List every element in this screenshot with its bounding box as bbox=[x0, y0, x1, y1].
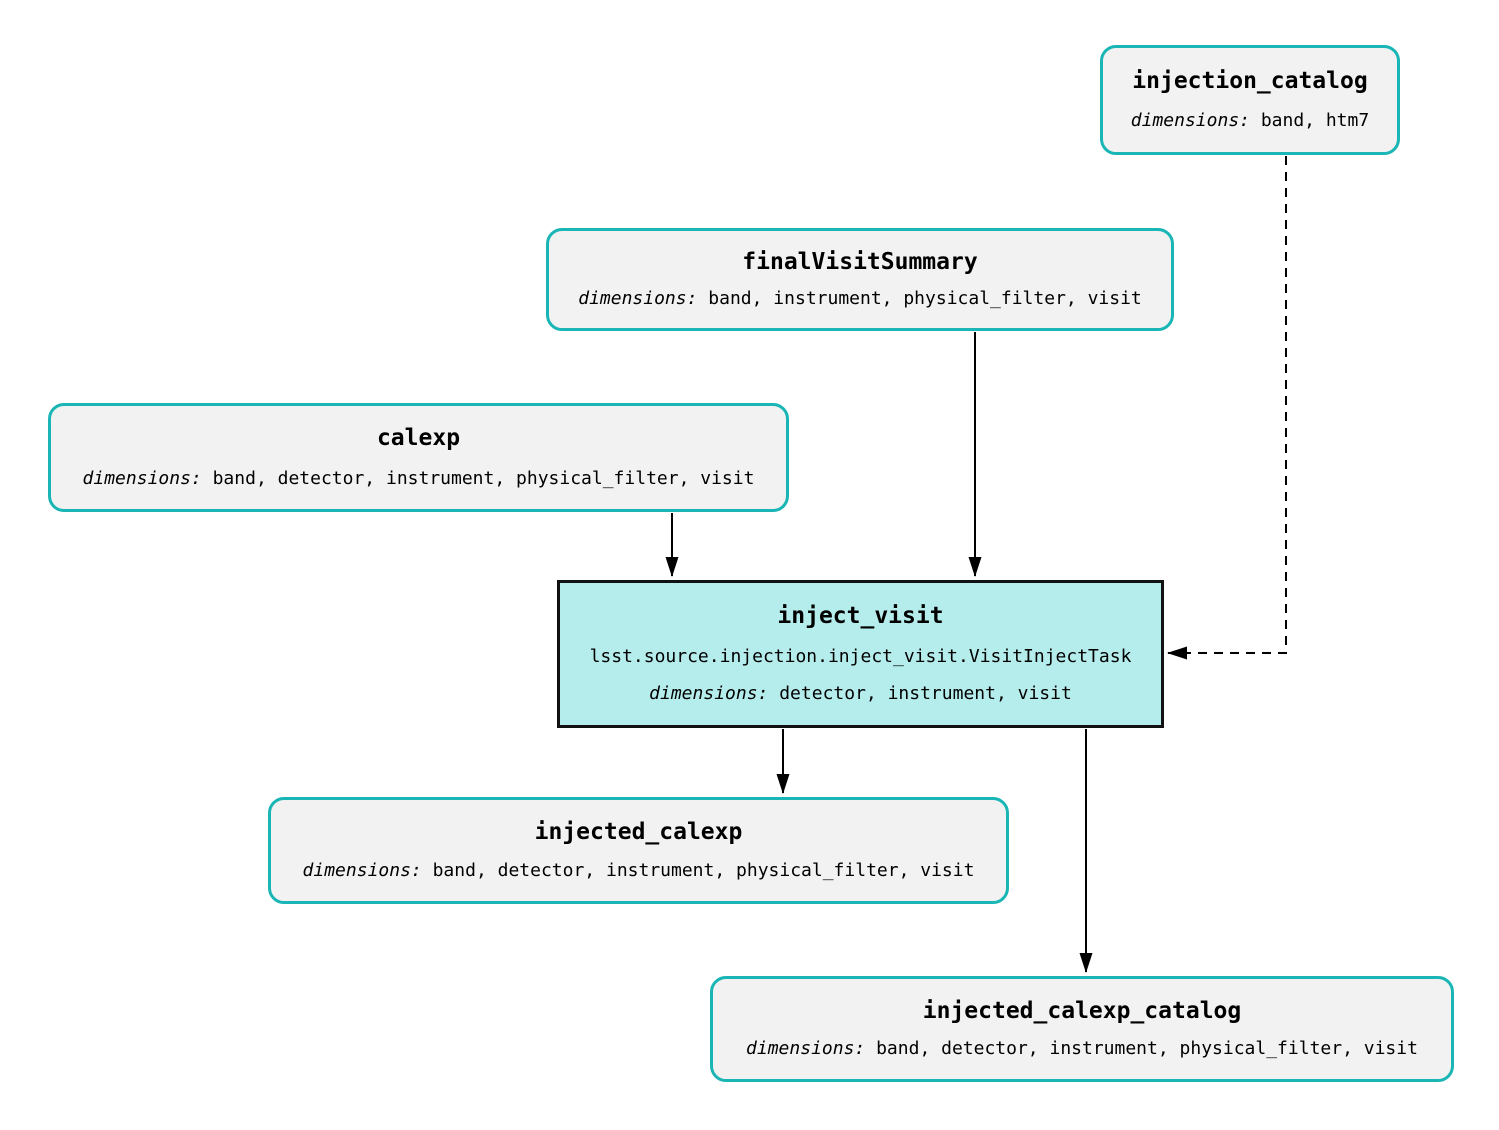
node-title: finalVisitSummary bbox=[742, 248, 978, 275]
node-injection-catalog: injection_catalog dimensions: band, htm7 bbox=[1100, 45, 1400, 155]
dimensions-value: band, detector, instrument, physical_fil… bbox=[212, 467, 755, 489]
dimensions-label: dimensions: bbox=[82, 467, 202, 489]
node-title: injected_calexp_catalog bbox=[922, 997, 1242, 1024]
dimensions-value: band, detector, instrument, physical_fil… bbox=[876, 1038, 1418, 1060]
node-injected-calexp: injected_calexp dimensions: band, detecto… bbox=[268, 797, 1009, 904]
dimensions-value: band, htm7 bbox=[1260, 110, 1370, 132]
dimensions-value: band, instrument, physical_filter, visit bbox=[708, 288, 1142, 310]
dimensions-label: dimensions: bbox=[302, 860, 422, 882]
dimensions-value: band, detector, instrument, physical_fil… bbox=[432, 860, 975, 882]
edge-injection-catalog-to-inject-visit bbox=[1167, 156, 1287, 660]
node-finalvisitsummary: finalVisitSummary dimensions: band, instr… bbox=[546, 228, 1174, 331]
dimensions-label: dimensions: bbox=[649, 683, 769, 705]
node-dimensions: dimensions: detector, instrument, visit bbox=[649, 684, 1072, 704]
node-dimensions: dimensions: band, detector, instrument, p… bbox=[303, 861, 975, 881]
dimensions-label: dimensions: bbox=[746, 1038, 866, 1060]
task-class: lsst.source.injection.inject_visit.Visit… bbox=[589, 645, 1132, 667]
node-inject-visit: inject_visit lsst.source.injection.injec… bbox=[557, 580, 1164, 728]
dimensions-label: dimensions: bbox=[1130, 110, 1250, 132]
node-injected-calexp-catalog: injected_calexp_catalog dimensions: band,… bbox=[710, 976, 1454, 1082]
node-title: injected_calexp bbox=[534, 818, 743, 845]
node-dimensions: dimensions: band, instrument, physical_fi… bbox=[578, 289, 1142, 309]
node-calexp: calexp dimensions: band, detector, instru… bbox=[48, 403, 789, 512]
node-title: injection_catalog bbox=[1132, 67, 1368, 94]
node-dimensions: dimensions: band, htm7 bbox=[1131, 111, 1369, 131]
dimensions-label: dimensions: bbox=[578, 288, 698, 310]
node-title: calexp bbox=[376, 425, 461, 452]
node-title: inject_visit bbox=[777, 602, 944, 629]
node-dimensions: dimensions: band, detector, instrument, p… bbox=[82, 467, 755, 489]
dimensions-value: detector, instrument, visit bbox=[779, 683, 1072, 705]
node-dimensions: dimensions: band, detector, instrument, p… bbox=[746, 1039, 1418, 1059]
